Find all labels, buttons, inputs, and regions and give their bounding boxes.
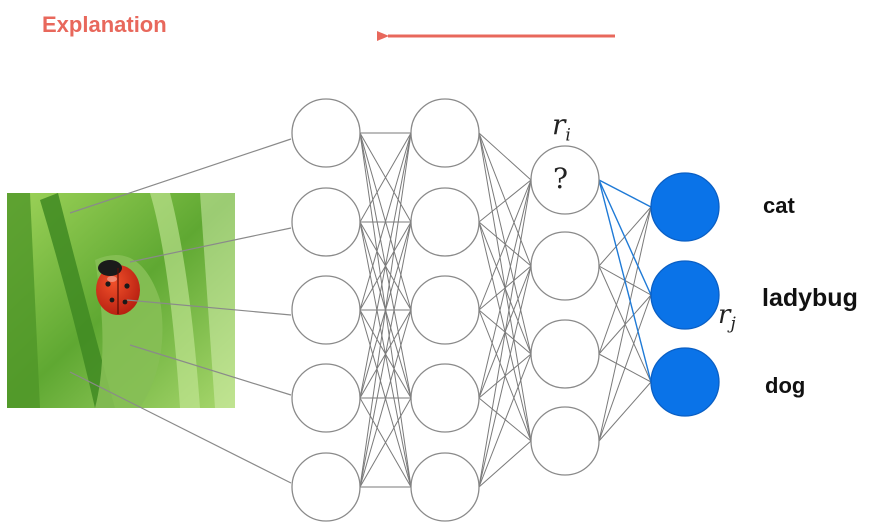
network-nodes (291, 98, 720, 522)
relevance-edge (598, 179, 652, 383)
output-node-dog (650, 347, 720, 417)
network-edge (478, 132, 532, 181)
network-edge (359, 221, 412, 488)
hidden-layer-2-node (410, 98, 480, 168)
network-edge (478, 179, 532, 223)
class-label-cat: cat (763, 193, 795, 218)
hidden-layer-1-node (291, 187, 361, 257)
relevance-edge (598, 179, 652, 296)
relevance-connections (598, 179, 652, 383)
network-edge (598, 294, 652, 442)
relevance-edge (598, 179, 652, 208)
ladybug-figure (96, 260, 140, 315)
network-edge (359, 132, 412, 223)
hidden-layer-1-node (291, 275, 361, 345)
hidden-layer-2-node (410, 187, 480, 257)
network-edge (359, 132, 412, 311)
network-edge (478, 179, 532, 311)
explanation-label: Explanation (42, 12, 167, 37)
input-connections (69, 138, 292, 484)
network-edge (478, 353, 532, 488)
network-connections (359, 132, 652, 488)
relevance-label-rj: rj (718, 300, 736, 335)
network-edge (359, 397, 412, 488)
relevance-label-ri: ri (552, 108, 571, 146)
network-edge (359, 132, 412, 399)
hidden-layer-3-node (530, 145, 600, 215)
hidden-layer-3-node (530, 231, 600, 301)
hidden-layer-2-node (410, 363, 480, 433)
class-label-dog: dog (765, 373, 806, 398)
network-edge (359, 309, 412, 488)
output-node-cat (650, 172, 720, 242)
network-edge (598, 206, 652, 442)
hidden-layer-3-node (530, 406, 600, 476)
hidden-layer-1-node (291, 98, 361, 168)
class-label-ladybug: ladybug (762, 284, 858, 312)
hidden-layer-2-node (410, 452, 480, 522)
hidden-layer-3-node (530, 319, 600, 389)
network-edge (478, 132, 532, 267)
hidden-layer-2-node (410, 275, 480, 345)
unknown-relevance-mark: ? (553, 162, 569, 195)
network-edge (359, 132, 412, 488)
network-edge (598, 381, 652, 442)
network-edge (478, 179, 532, 399)
network-edge (478, 179, 532, 488)
network-edge (478, 440, 532, 488)
output-node-ladybug (650, 260, 720, 330)
hidden-layer-1-node (291, 452, 361, 522)
input-image (7, 193, 235, 408)
hidden-layer-1-node (291, 363, 361, 433)
network-edge (478, 265, 532, 488)
